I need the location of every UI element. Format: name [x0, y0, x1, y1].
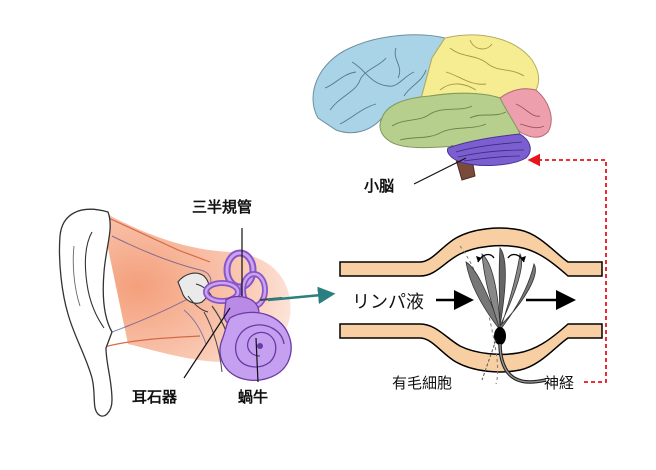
otolith-organ-label: 耳石器: [132, 388, 178, 406]
hair-cell-leader: [481, 339, 497, 381]
zoom-arrow: [267, 286, 336, 305]
cerebellum-label: 小脳: [364, 177, 395, 195]
hair-cell-body: [494, 327, 506, 345]
cerebellum-leader: [413, 157, 467, 185]
inner-ear: [203, 249, 292, 381]
cochlea-label: 蝸牛: [238, 388, 269, 406]
canal-wall-upper: [339, 227, 603, 277]
cochlea-leader: [255, 337, 259, 383]
nerve-label: 神経: [544, 374, 575, 392]
semicircular-canals-label: 三半規管: [192, 198, 253, 216]
nerve-pathway: [527, 153, 607, 383]
brain: [312, 34, 552, 181]
lymph-fluid-label: リンパ液: [352, 292, 424, 313]
occipital-lobe: [499, 88, 552, 138]
otolith-leader: [183, 307, 231, 379]
brain-folds: [324, 47, 427, 125]
hair-cell-label: 有毛細胞: [392, 374, 453, 392]
canal-detail: [339, 227, 603, 385]
cupula: [465, 246, 536, 332]
cochlea-shape: [219, 311, 292, 381]
cerebellum: [447, 133, 531, 166]
auricle: [58, 208, 113, 417]
canal-wall-lower: [339, 323, 603, 373]
ear: [58, 208, 291, 417]
